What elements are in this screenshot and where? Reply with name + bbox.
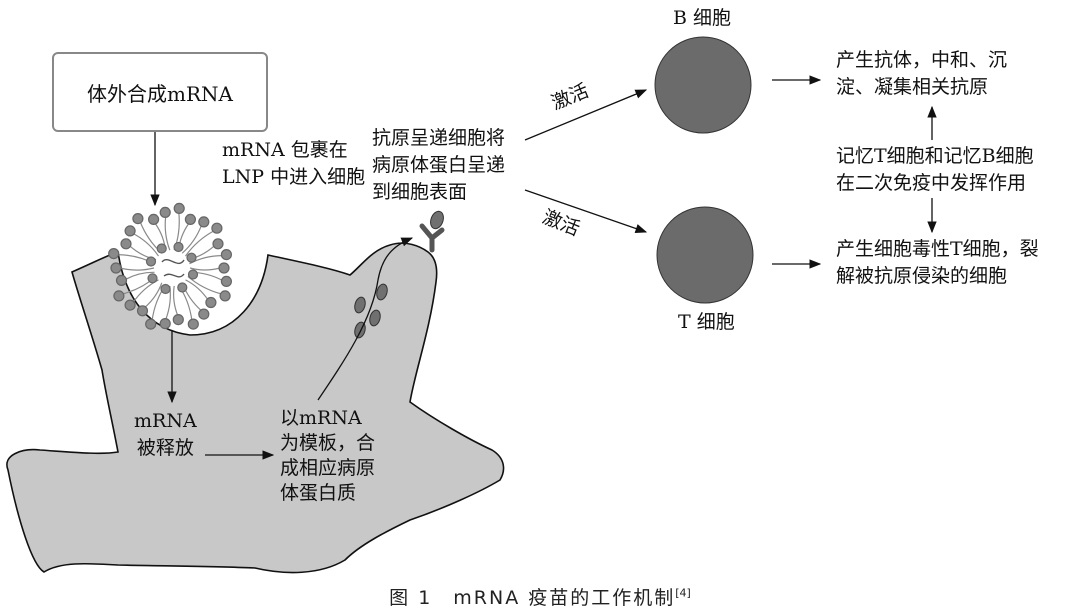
- figure-caption: 图 1 mRNA 疫苗的工作机制[4]: [0, 583, 1080, 610]
- inner-lipid-head: [156, 243, 167, 254]
- lipid-head: [212, 238, 224, 250]
- arrow-activate-t-cell: [524, 189, 648, 233]
- inner-lipid-head: [187, 269, 199, 280]
- inner-lipid-head: [147, 273, 158, 284]
- lipid-tail: [119, 267, 155, 271]
- lipid-tail: [185, 279, 209, 301]
- in-vitro-synthesis-box: 体外合成mRNA: [52, 52, 268, 132]
- in-vitro-synthesis-label: 体外合成mRNA: [87, 81, 233, 106]
- b-cell-label: B 细胞: [673, 7, 732, 29]
- lipid-head: [205, 296, 217, 309]
- lipid-head: [184, 213, 196, 225]
- inner-lipid-head: [177, 282, 188, 293]
- lipid-head: [198, 308, 210, 320]
- lipid-tail: [189, 267, 221, 271]
- lipid-head: [145, 318, 157, 330]
- inner-lipid-head: [160, 283, 171, 295]
- t-cell-label: T 细胞: [678, 311, 735, 333]
- lipid-head: [172, 314, 184, 326]
- lipid-head: [159, 318, 171, 330]
- figure-caption-ref: [4]: [675, 586, 691, 600]
- lipid-head: [159, 206, 171, 218]
- lipid-head: [136, 305, 149, 317]
- antigen-presenting-cell: [6, 242, 505, 574]
- lipid-tail: [185, 230, 215, 257]
- cytotoxic-t-label: 产生细胞毒性T细胞，裂 解被抗原侵染的细胞: [836, 238, 1039, 287]
- lipid-head: [218, 262, 230, 274]
- lipid-head: [219, 290, 231, 302]
- lipid-head: [187, 318, 199, 330]
- memory-cell-label: 记忆T细胞和记忆B细胞 在二次免疫中发挥作用: [836, 145, 1034, 194]
- lipid-head: [148, 213, 160, 225]
- lipid-tail: [173, 285, 179, 316]
- antigen-presentation-label: 抗原呈递细胞将 病原体蛋白呈递 到细胞表面: [372, 127, 506, 203]
- lnp-delivery-label: mRNA 包裹在 LNP 中进入细胞: [222, 139, 366, 188]
- lipid-head: [198, 216, 210, 228]
- arrow-translation-to-surface: [317, 237, 414, 401]
- surface-antigen: [430, 210, 444, 230]
- antibody-label: 产生抗体，中和、沉 淀、凝集相关抗原: [836, 49, 1008, 98]
- translation-label: 以mRNA 为模板，合 成相应病原 体蛋白质: [280, 407, 376, 504]
- lipid-head: [211, 222, 223, 234]
- lipid-tail: [164, 216, 171, 251]
- lipid-tail: [144, 282, 163, 308]
- lipid-head: [120, 238, 132, 250]
- mrna-release-label: mRNA 被释放: [134, 410, 197, 459]
- lipid-head: [220, 275, 232, 287]
- lipid-head: [173, 202, 185, 214]
- lipid-head: [220, 249, 232, 261]
- b-cell: [654, 36, 752, 134]
- lipid-head: [110, 262, 122, 274]
- lipid-tail: [125, 271, 155, 281]
- surface-antigen-receptor: [419, 223, 445, 253]
- mrna-strand: [161, 259, 185, 278]
- inner-lipid-head: [173, 241, 184, 253]
- arrow-activate-b-cell: [524, 89, 648, 141]
- lipid-tail: [181, 224, 203, 254]
- lipid-head: [115, 274, 128, 286]
- lipid-head: [113, 290, 125, 302]
- t-cell: [656, 206, 754, 304]
- lipid-head: [124, 299, 136, 311]
- lnp-nanoparticle: [108, 202, 232, 330]
- inner-lipid-head: [186, 252, 197, 263]
- lipid-head: [124, 225, 136, 237]
- lipid-head: [108, 248, 120, 260]
- lipid-head: [132, 213, 144, 225]
- lipid-tail: [132, 232, 159, 257]
- inner-lipid-head: [145, 256, 157, 267]
- figure-caption-text: 图 1 mRNA 疫苗的工作机制: [389, 587, 676, 609]
